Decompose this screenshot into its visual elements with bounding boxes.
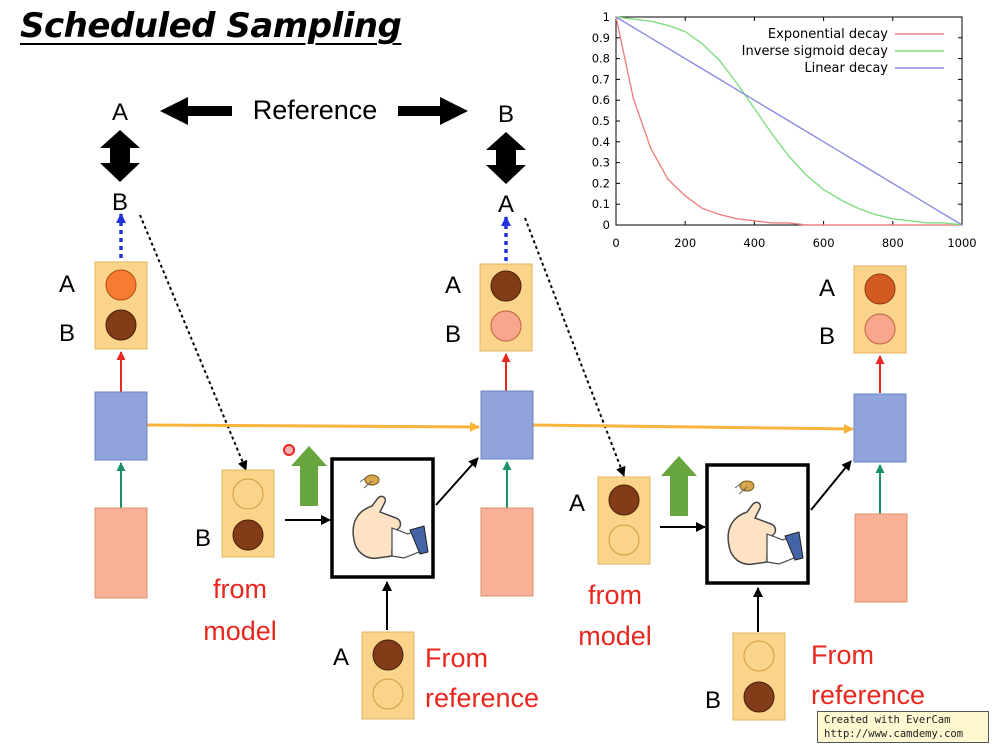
decoder-cell-3 [853, 393, 907, 463]
watermark-badge: Created with EverCam http://www.camdemy.… [817, 711, 989, 743]
caption-from-model-2-line2: model [578, 621, 652, 651]
coin-flip-box-1 [330, 457, 435, 579]
y-tick-label-4: 0.4 [592, 135, 610, 149]
series-line-2 [615, 16, 963, 226]
y-tick-label-2: 0.2 [592, 176, 610, 190]
model-dist-2-label: A [569, 490, 585, 517]
model-dist-2-bottom-circle [608, 524, 640, 556]
caption-from-model-1-line1: from [213, 574, 267, 604]
y-tick-label-8: 0.8 [592, 52, 610, 66]
output-dist-3-a-label: A [819, 275, 835, 302]
caption-from-reference-1-line1: From [425, 643, 488, 673]
output-token-a-2: A [498, 191, 514, 218]
legend-label-2: Linear decay [804, 61, 888, 76]
caption-from-reference-2-line1: From [811, 640, 874, 670]
caption-from-model-1-line2: model [203, 616, 277, 646]
y-tick-label-1: 0.1 [592, 197, 610, 211]
output-dist-1-a-label: A [59, 271, 75, 298]
caption-from-model-2-line1: from [588, 580, 642, 610]
legend-label-0: Exponential decay [768, 27, 888, 42]
ref-token-b-2: B [498, 101, 514, 128]
output-dist-1-a-circle [105, 269, 137, 301]
arrow-coin-1-to-decoder-2 [435, 457, 479, 506]
input-box-1 [94, 507, 148, 599]
caption-from-reference-2-line2: reference [811, 680, 925, 710]
output-dist-2-a-label: A [445, 272, 461, 299]
decay-chart: 0 0.1 0.2 0.3 0.4 0.5 0.6 0.7 0.8 0.9 1 0 200 400 600 8… [592, 10, 977, 250]
x-tick-label-5: 1000 [947, 236, 976, 250]
reference-arrow-left [160, 97, 232, 125]
ref-dist-1-label: A [333, 644, 349, 671]
output-dist-2-b-circle [490, 310, 522, 342]
slide-title: Scheduled Sampling [20, 6, 402, 46]
sample-dotted-arrow-2 [524, 217, 626, 477]
big-green-arrow-2 [661, 456, 697, 516]
output-token-b-1: B [112, 189, 128, 216]
ref-dist-2-bottom-circle [743, 681, 775, 713]
ref-token-a-1: A [112, 99, 128, 126]
output-dist-3-b-circle [864, 313, 896, 345]
x-tick-label-4: 800 [882, 236, 904, 250]
caption-from-reference-1-line2: reference [425, 683, 539, 713]
y-tick-label-0: 0 [603, 218, 610, 232]
watermark-line2: http://www.camdemy.com [824, 728, 964, 740]
output-dist-2-b-label: B [445, 321, 461, 348]
legend-label-1: Inverse sigmoid decay [742, 44, 889, 59]
x-tick-label-2: 400 [743, 236, 765, 250]
model-dist-2-top-circle [608, 484, 640, 516]
y-tick-label-10: 1 [603, 10, 610, 24]
ref-dist-2-top-circle [743, 640, 775, 672]
model-dist-1-bottom-circle [232, 519, 264, 551]
x-tick-label-1: 200 [674, 236, 696, 250]
output-dist-1-b-circle [105, 309, 137, 341]
watermark-line1: Created with EverCam [824, 714, 951, 726]
ref-dist-1-top-circle [372, 639, 404, 671]
model-dist-1-top-circle [232, 478, 264, 510]
ref-dist-1-bottom-circle [372, 678, 404, 710]
sample-dotted-arrow-1 [139, 214, 248, 471]
reference-label: Reference [253, 95, 378, 125]
y-tick-label-6: 0.6 [592, 93, 610, 107]
output-dist-3-a-circle [864, 273, 896, 305]
x-tick-label-3: 600 [813, 236, 835, 250]
coin-flip-box-2 [705, 463, 810, 585]
y-tick-label-3: 0.3 [592, 156, 610, 170]
y-tick-label-7: 0.7 [592, 72, 610, 86]
output-dist-2-a-circle [490, 270, 522, 302]
output-dist-3-b-label: B [819, 323, 835, 350]
output-dist-1-b-label: B [59, 320, 75, 347]
decoder-cell-1 [94, 391, 148, 461]
model-dist-1-label: B [195, 525, 211, 552]
series-line-1 [615, 16, 963, 226]
arrow-coin-2-to-decoder-3 [810, 460, 852, 511]
state-flow-arrow-1 [146, 421, 480, 432]
ref-dist-2-label: B [705, 687, 721, 714]
x-tick-label-0: 0 [612, 236, 619, 250]
reference-arrow-right [398, 97, 468, 125]
compare-double-arrow-2 [486, 132, 526, 184]
compare-double-arrow-1 [100, 130, 140, 182]
input-box-3 [854, 513, 908, 603]
state-flow-arrow-2 [531, 423, 854, 434]
series-line-0 [615, 16, 962, 226]
pointer-dot [283, 444, 295, 456]
y-tick-label-5: 0.5 [592, 114, 610, 128]
y-tick-label-9: 0.9 [592, 31, 610, 45]
input-box-2 [480, 507, 534, 597]
decoder-cell-2 [480, 390, 534, 460]
big-green-arrow-1 [291, 446, 327, 506]
